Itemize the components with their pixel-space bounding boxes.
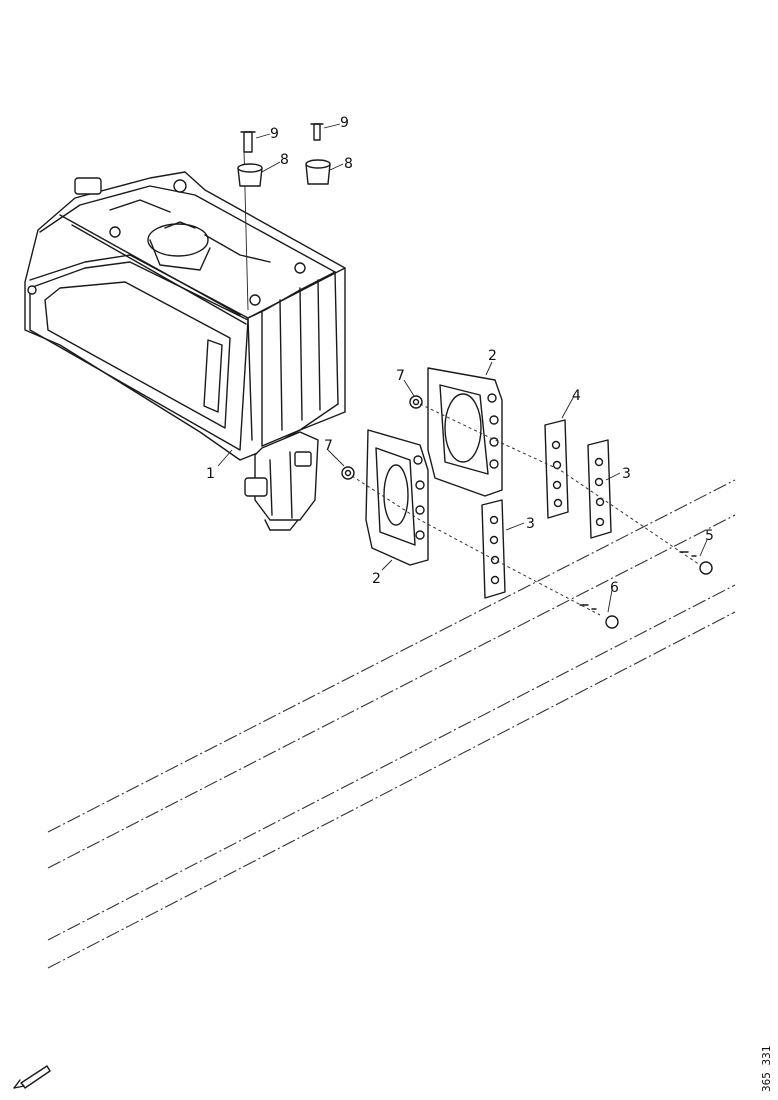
frame-rails bbox=[47, 479, 736, 969]
callout-9-right: 9 bbox=[340, 115, 349, 131]
bracket-plate-2-upper bbox=[427, 367, 503, 497]
nut-7-upper bbox=[409, 395, 423, 409]
callout-labels: 1 2 2 3 3 4 5 6 7 7 8 8 9 9 bbox=[206, 115, 714, 596]
nut-6 bbox=[579, 604, 619, 629]
callout-9-left: 9 bbox=[270, 126, 279, 142]
spacer-strip-3-lower bbox=[481, 499, 506, 599]
bolt-9-right bbox=[310, 123, 324, 141]
spacer-strip-4 bbox=[544, 419, 569, 519]
callout-7-lower: 7 bbox=[324, 438, 333, 454]
front-direction-arrow-icon bbox=[13, 1065, 51, 1089]
spacer-strip-3-upper bbox=[587, 439, 612, 539]
callout-7-upper: 7 bbox=[396, 368, 405, 384]
bolt-9-left bbox=[240, 131, 256, 153]
callout-8-left: 8 bbox=[280, 152, 289, 168]
callout-6: 6 bbox=[610, 580, 619, 596]
callout-3-upper: 3 bbox=[622, 466, 631, 482]
callout-3-lower: 3 bbox=[526, 516, 535, 532]
callout-5: 5 bbox=[705, 528, 714, 544]
callout-4: 4 bbox=[572, 388, 581, 404]
nut-5 bbox=[679, 551, 713, 575]
callout-1: 1 bbox=[206, 466, 215, 482]
nut-7-lower bbox=[341, 466, 355, 480]
callout-leaders bbox=[217, 123, 708, 613]
assembly-leaders bbox=[351, 403, 701, 616]
callout-2-lower: 2 bbox=[372, 571, 381, 587]
callout-2-upper: 2 bbox=[488, 348, 497, 364]
callout-8-right: 8 bbox=[344, 156, 353, 172]
bracket-plate-2-lower bbox=[365, 429, 429, 566]
sleeve-8-left bbox=[237, 163, 263, 187]
sleeve-8-right bbox=[305, 159, 331, 185]
document-id: 365 331 bbox=[760, 1046, 773, 1092]
tank-assembly bbox=[24, 149, 346, 531]
